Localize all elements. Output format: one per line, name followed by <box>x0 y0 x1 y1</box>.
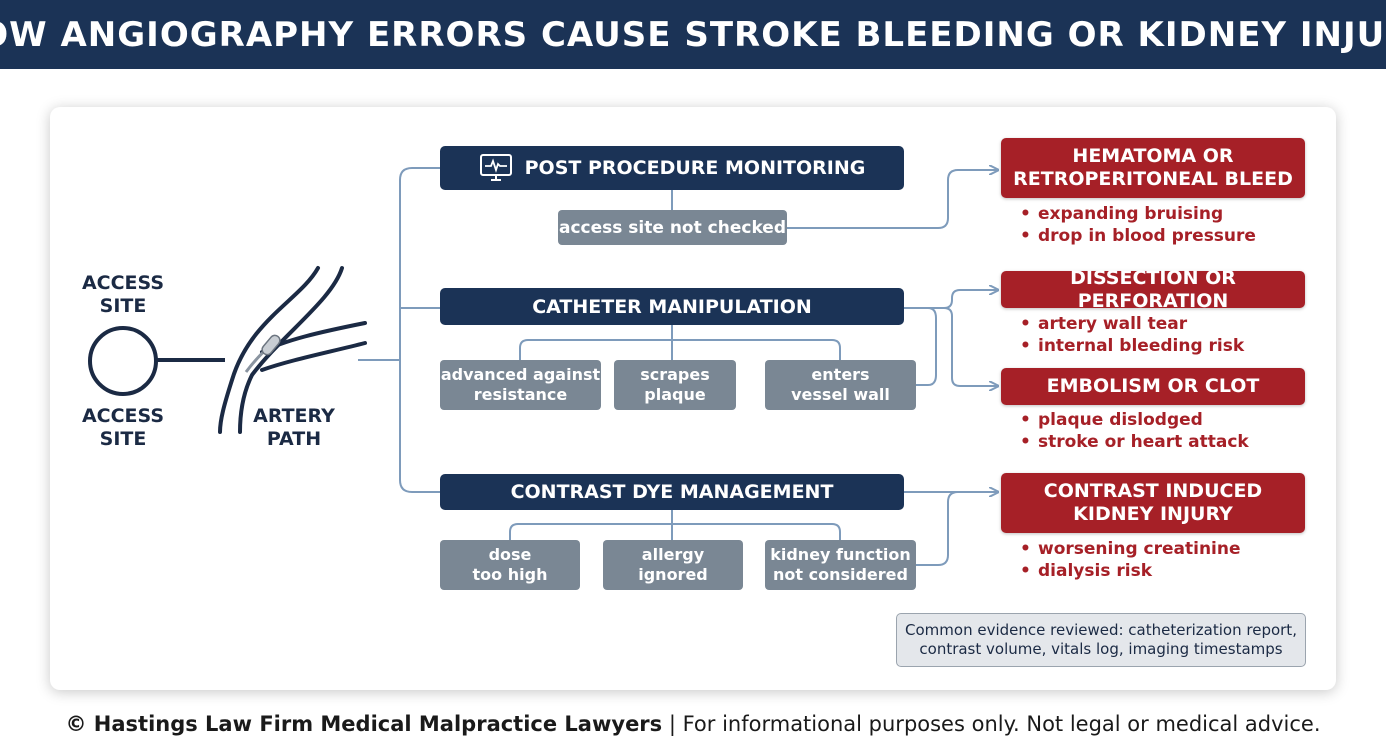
sub-advanced-against-resistance: advanced against resistance <box>440 360 601 410</box>
evidence-note: Common evidence reviewed: catheterizatio… <box>896 613 1306 667</box>
footer-disclaimer: | For informational purposes only. Not l… <box>662 712 1321 736</box>
outcome-title-line1: CONTRAST INDUCED <box>1043 480 1263 502</box>
outcome-dissection-bullets: artery wall tear internal bleeding risk <box>1020 313 1244 357</box>
artery-path-line2: PATH <box>266 428 322 450</box>
sub-text-line2: vessel wall <box>791 385 890 404</box>
outcome-kidney-injury: CONTRAST INDUCED KIDNEY INJURY <box>1001 473 1305 533</box>
monitoring-header: POST PROCEDURE MONITORING <box>440 146 904 190</box>
outcome-title-line2: KIDNEY INJURY <box>1073 503 1233 525</box>
bullet-item: worsening creatinine <box>1020 538 1241 560</box>
sub-enters-vessel-wall: enters vessel wall <box>765 360 916 410</box>
outcome-hematoma-bullets: expanding bruising drop in blood pressur… <box>1020 203 1256 247</box>
artery-path-label: ARTERY PATH <box>248 405 340 451</box>
sub-text-line2: plaque <box>644 385 706 404</box>
access-site-circle <box>88 326 158 396</box>
sub-text-line1: dose <box>488 545 532 564</box>
sub-text-line1: advanced against <box>440 365 601 384</box>
sub-text-line1: enters <box>811 365 870 384</box>
contrast-title: CONTRAST DYE MANAGEMENT <box>510 481 834 503</box>
catheter-tip-icon <box>244 334 281 373</box>
sub-text: access site not checked <box>559 217 786 238</box>
sub-kidney-function-not-considered: kidney function not considered <box>765 540 916 590</box>
access-site-top-line2: SITE <box>99 295 147 317</box>
bullet-item: expanding bruising <box>1020 203 1256 225</box>
sub-text-line1: scrapes <box>640 365 710 384</box>
artery-path-line1: ARTERY <box>253 405 335 427</box>
access-site-label-bottom: ACCESS SITE <box>78 405 168 451</box>
sub-text-line2: ignored <box>638 565 708 584</box>
sub-text-line2: resistance <box>473 385 568 404</box>
access-site-bottom-line1: ACCESS <box>81 405 165 427</box>
bullet-item: plaque dislodged <box>1020 409 1249 431</box>
outcome-hematoma: HEMATOMA OR RETROPERITONEAL BLEED <box>1001 138 1305 198</box>
sub-allergy-ignored: allergy ignored <box>603 540 743 590</box>
outcome-title-line1: HEMATOMA OR <box>1072 145 1234 167</box>
page-title: HOW ANGIOGRAPHY ERRORS CAUSE STROKE BLEE… <box>0 14 1386 55</box>
outcome-title-line1: DISSECTION OR PERFORATION <box>1070 266 1236 312</box>
outcome-title-line2: RETROPERITONEAL BLEED <box>1013 168 1293 190</box>
sub-text-line2: not considered <box>773 565 908 584</box>
sub-access-site-not-checked: access site not checked <box>558 210 787 245</box>
catheter-header: CATHETER MANIPULATION <box>440 288 904 325</box>
catheter-title: CATHETER MANIPULATION <box>532 295 812 318</box>
bullet-item: stroke or heart attack <box>1020 431 1249 453</box>
title-banner: HOW ANGIOGRAPHY ERRORS CAUSE STROKE BLEE… <box>0 0 1386 69</box>
bullet-item: dialysis risk <box>1020 560 1241 582</box>
bullet-item: artery wall tear <box>1020 313 1244 335</box>
footer-firm: © Hastings Law Firm Medical Malpractice … <box>65 712 663 736</box>
bullet-item: internal bleeding risk <box>1020 335 1244 357</box>
sub-text-line1: kidney function <box>770 545 911 564</box>
outcome-embolism-bullets: plaque dislodged stroke or heart attack <box>1020 409 1249 453</box>
access-site-bottom-line2: SITE <box>99 428 147 450</box>
sub-scrapes-plaque: scrapes plaque <box>614 360 736 410</box>
evidence-line2: contrast volume, vitals log, imaging tim… <box>919 640 1283 658</box>
sub-text-line1: allergy <box>641 545 705 564</box>
monitor-icon <box>479 154 512 181</box>
evidence-line1: Common evidence reviewed: catheterizatio… <box>905 621 1297 639</box>
outcome-kidney-bullets: worsening creatinine dialysis risk <box>1020 538 1241 582</box>
bullet-item: drop in blood pressure <box>1020 225 1256 247</box>
sub-text-line2: too high <box>472 565 548 584</box>
outcome-title-line1: EMBOLISM OR CLOT <box>1046 375 1260 397</box>
outcome-embolism: EMBOLISM OR CLOT <box>1001 368 1305 405</box>
access-site-top-line1: ACCESS <box>81 272 165 294</box>
monitoring-title: POST PROCEDURE MONITORING <box>524 157 866 179</box>
sub-dose-too-high: dose too high <box>440 540 580 590</box>
access-site-label-top: ACCESS SITE <box>78 272 168 318</box>
footer: © Hastings Law Firm Medical Malpractice … <box>0 712 1386 736</box>
outcome-dissection: DISSECTION OR PERFORATION <box>1001 267 1305 312</box>
contrast-header: CONTRAST DYE MANAGEMENT <box>440 474 904 510</box>
